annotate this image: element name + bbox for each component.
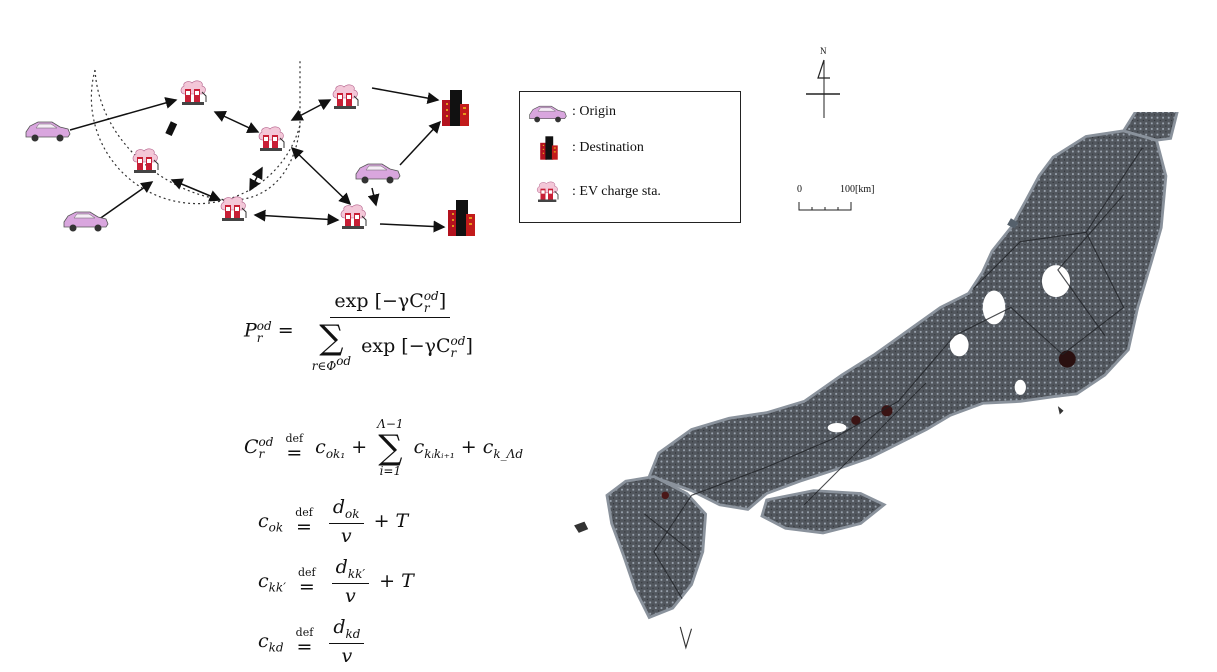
origin-car-icon — [63, 211, 109, 232]
legend: : Origin : Destination : EV charge sta. — [519, 91, 741, 223]
charge-station-icon — [180, 80, 207, 106]
legend-item-destination: : Destination — [528, 134, 644, 162]
map-land — [574, 112, 1179, 650]
route-network-diagram — [25, 60, 476, 237]
north-label: N — [820, 46, 827, 56]
equation-station-cost: ckk′ def= dkk′v + T — [258, 556, 414, 607]
charge-station-icon — [258, 126, 285, 152]
legend-label-destination: : Destination — [572, 140, 644, 155]
destination-building-icon — [447, 199, 476, 237]
charge-station-icon — [332, 84, 359, 110]
legend-item-origin: : Origin — [528, 98, 616, 126]
legend-item-charge-station: : EV charge sta. — [528, 178, 661, 206]
scale-start-label: 0 — [797, 184, 802, 195]
legend-label-origin: : Origin — [572, 104, 616, 119]
legend-label-charge-station: : EV charge sta. — [572, 184, 661, 199]
charge-station-icon — [132, 148, 159, 174]
japan-ev-network-map — [574, 112, 1179, 650]
charge-station-icon — [220, 196, 247, 222]
north-arrow-icon — [806, 59, 840, 118]
destination-building-icon — [441, 89, 470, 127]
scale-end-label: 100[km] — [840, 184, 875, 195]
charge-station-icon — [340, 204, 367, 230]
origin-car-icon — [355, 163, 401, 184]
origin-car-icon — [25, 121, 71, 142]
scale-bar — [798, 202, 852, 211]
